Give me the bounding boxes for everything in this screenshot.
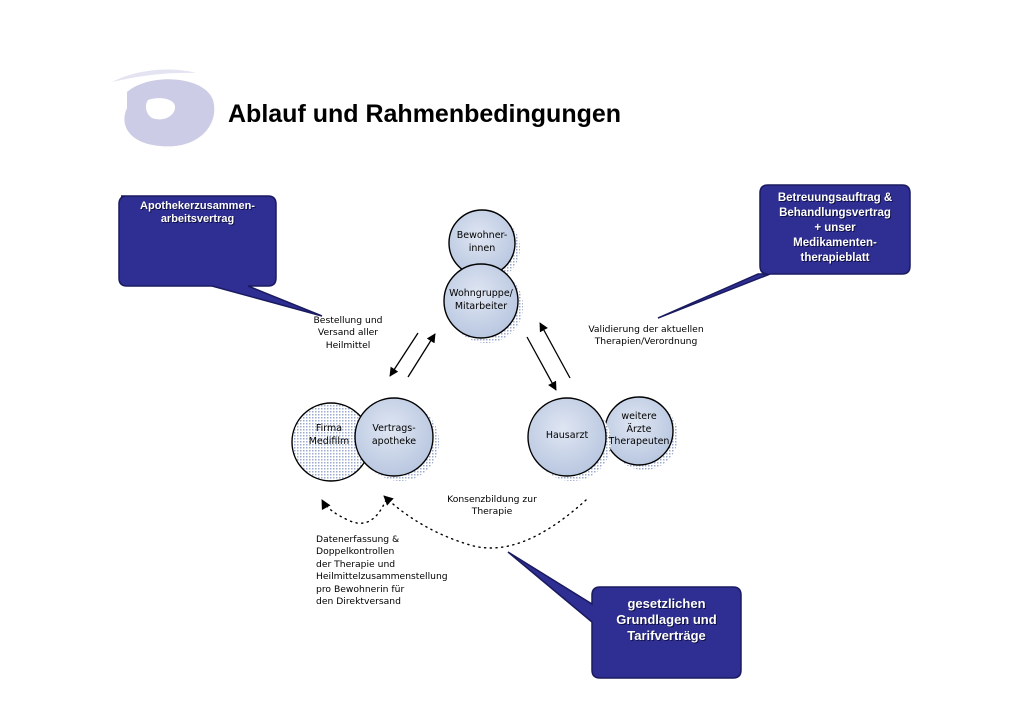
arrow-bestellung-up	[407, 333, 436, 378]
node-bewohnerinnen-label: Bewohner- innen	[456, 230, 508, 254]
callout-left-text: Apothekerzusammen- arbeitsvertrag	[140, 200, 255, 225]
node-vertragsapotheke-label: Vertrags- apotheke	[371, 423, 417, 447]
dotted-arrow-datenerfassung	[321, 499, 387, 524]
node-weitere-aerzte	[604, 396, 678, 470]
callout-betreuungsauftrag	[657, 184, 911, 319]
node-firma-medifilm-label: Firma Medifilm	[308, 423, 350, 447]
label-konsenzbildung: Konsenzbildung zur Therapie	[447, 494, 537, 518]
callout-right-text: Betreuungsauftrag & Behandlungsvertrag +…	[777, 192, 893, 264]
page-title: Ablauf und Rahmenbedingungen	[228, 100, 622, 128]
label-bestellung: Bestellung und Versand aller Heilmittel	[313, 315, 383, 351]
node-weitere-label: weitere Ärzte Therapeuten	[608, 411, 670, 447]
dotted-arrow-konsenz	[383, 495, 587, 549]
arrow-validierung-down	[526, 336, 557, 391]
node-hausarzt-label: Hausarzt	[545, 430, 589, 441]
label-datenerfassung: Datenerfassung & Doppelkontrollen der Th…	[316, 534, 448, 608]
callout-apothekerzusammenarbeitsvertrag	[118, 195, 323, 317]
node-wohngruppe	[443, 263, 523, 343]
arrow-validierung-up	[539, 322, 571, 379]
node-wohngruppe-label: Wohngruppe/ Mitarbeiter	[449, 288, 513, 312]
label-validierung: Validierung der aktuellen Therapien/Vero…	[588, 324, 704, 348]
node-vertragsapotheke	[354, 397, 439, 481]
arrow-bestellung-down	[389, 332, 419, 377]
node-hausarzt	[527, 397, 611, 481]
brand-logo	[112, 69, 215, 147]
callout-bottom-text: gesetzlichen Grundlagen und Tarifverträg…	[616, 596, 717, 643]
callout-gesetzliche-grundlagen	[507, 551, 742, 679]
